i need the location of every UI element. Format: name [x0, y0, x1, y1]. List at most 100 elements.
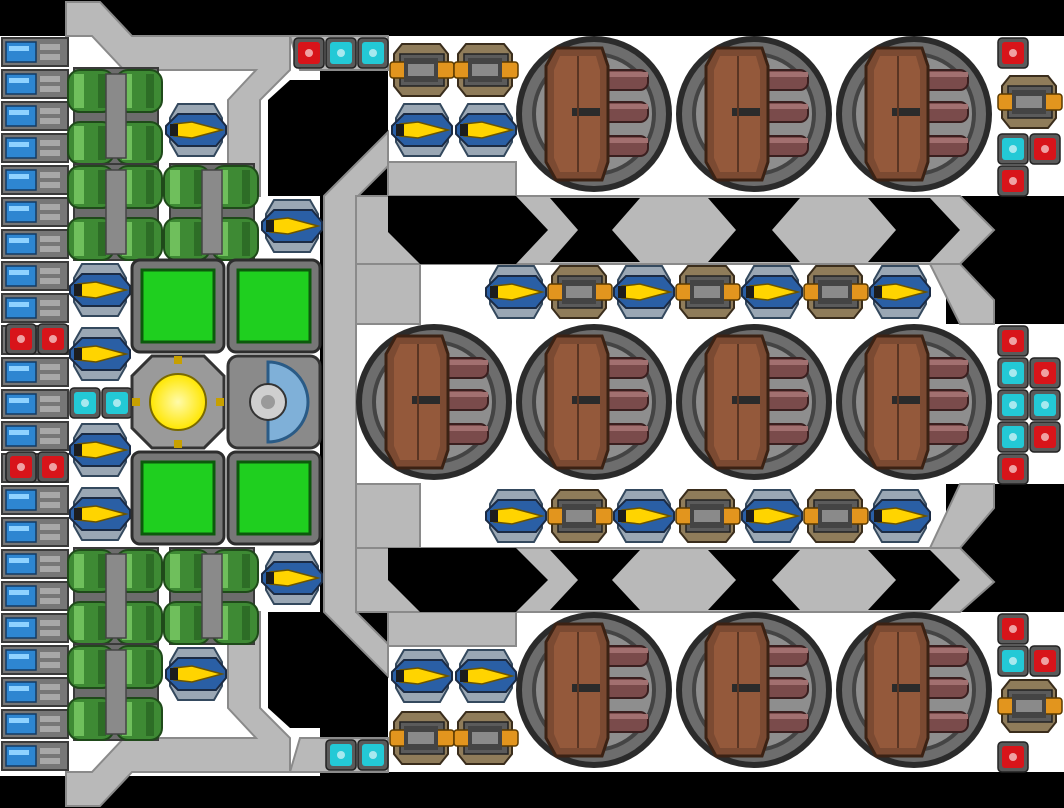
heavy-cannon-turret	[356, 324, 512, 480]
shield-cyan-block-icon	[997, 357, 1029, 389]
armor-red-block-icon	[1029, 133, 1061, 165]
armor-red-block-icon	[1029, 645, 1061, 677]
battery-cell-icon	[1, 421, 69, 451]
heavy-cannon-turret	[676, 324, 832, 480]
green-panel-icon	[130, 450, 226, 546]
battery-cell-icon	[1, 229, 69, 259]
armor-red-block-icon	[997, 37, 1029, 69]
autocannon-icon	[803, 489, 869, 543]
shield-cyan-block-icon	[997, 133, 1029, 165]
engine-block-icon	[163, 547, 259, 645]
heavy-cannon-turret	[836, 36, 992, 192]
shield-cyan-block-icon	[1029, 389, 1061, 421]
thruster-icon	[613, 265, 675, 319]
thruster-icon	[165, 103, 227, 157]
battery-cell-icon	[1, 197, 69, 227]
battery-cell-icon	[1, 613, 69, 643]
armor-red-block-icon	[293, 37, 325, 69]
battery-cell-icon	[1, 709, 69, 739]
shield-cyan-block-icon	[325, 37, 357, 69]
thruster-icon	[869, 489, 931, 543]
thruster-icon	[455, 103, 517, 157]
battery-cell-icon	[1, 517, 69, 547]
heavy-cannon-turret	[516, 612, 672, 768]
engine-block-icon	[163, 163, 259, 261]
battery-cell-icon	[1, 293, 69, 323]
autocannon-icon	[389, 711, 455, 765]
shield-cyan-block-icon	[997, 645, 1029, 677]
thruster-icon	[869, 265, 931, 319]
thruster-icon	[261, 199, 323, 253]
battery-cell-icon	[1, 37, 69, 67]
thruster-icon	[391, 103, 453, 157]
shield-cyan-block-icon	[357, 739, 389, 771]
heavy-cannon-turret	[836, 324, 992, 480]
engine-block-icon	[67, 547, 163, 645]
thruster-icon	[391, 649, 453, 703]
armor-red-block-icon	[997, 453, 1029, 485]
engine-block-icon	[67, 643, 163, 741]
armor-red-block-icon	[1029, 421, 1061, 453]
autocannon-icon	[803, 265, 869, 319]
battery-cell-icon	[1, 133, 69, 163]
battery-cell-icon	[1, 389, 69, 419]
armor-red-block-icon	[997, 325, 1029, 357]
battery-cell-icon	[1, 645, 69, 675]
reactor-core-icon	[130, 354, 226, 450]
battery-cell-icon	[1, 261, 69, 291]
autocannon-icon	[547, 265, 613, 319]
battery-cell-icon	[1, 549, 69, 579]
heavy-cannon-turret	[676, 612, 832, 768]
shield-cyan-block-icon	[101, 387, 133, 419]
shield-generator-icon	[226, 354, 322, 450]
armor-red-block-icon	[5, 323, 37, 355]
armor-red-block-icon	[997, 613, 1029, 645]
autocannon-icon	[675, 489, 741, 543]
thruster-icon	[69, 423, 131, 477]
battery-cell-icon	[1, 101, 69, 131]
heavy-cannon-turret	[836, 612, 992, 768]
autocannon-icon	[997, 679, 1063, 733]
thruster-icon	[165, 647, 227, 701]
thruster-icon	[485, 265, 547, 319]
battery-cell-icon	[1, 485, 69, 515]
armor-red-block-icon	[37, 451, 69, 483]
autocannon-icon	[675, 265, 741, 319]
hull-cutouts	[268, 80, 960, 728]
battery-cell-icon	[1, 357, 69, 387]
thruster-icon	[741, 489, 803, 543]
armor-red-block-icon	[997, 741, 1029, 773]
shield-cyan-block-icon	[997, 421, 1029, 453]
thruster-icon	[485, 489, 547, 543]
shield-cyan-block-icon	[69, 387, 101, 419]
thruster-icon	[69, 263, 131, 317]
engine-block-icon	[67, 163, 163, 261]
armor-red-block-icon	[37, 323, 69, 355]
thruster-icon	[613, 489, 675, 543]
battery-cell-icon	[1, 69, 69, 99]
green-panel-icon	[226, 258, 322, 354]
autocannon-icon	[453, 43, 519, 97]
shield-cyan-block-icon	[997, 389, 1029, 421]
thruster-icon	[261, 551, 323, 605]
heavy-cannon-turret	[516, 36, 672, 192]
battery-cell-icon	[1, 677, 69, 707]
battery-cell-icon	[1, 165, 69, 195]
engine-block-icon	[67, 67, 163, 165]
shield-cyan-block-icon	[357, 37, 389, 69]
heavy-cannon-turret	[676, 36, 832, 192]
battery-cell-icon	[1, 581, 69, 611]
armor-red-block-icon	[997, 165, 1029, 197]
thruster-icon	[69, 327, 131, 381]
autocannon-icon	[389, 43, 455, 97]
armor-red-block-icon	[1029, 357, 1061, 389]
heavy-cannon-turret	[516, 324, 672, 480]
autocannon-icon	[547, 489, 613, 543]
thruster-icon	[741, 265, 803, 319]
green-panel-icon	[130, 258, 226, 354]
battery-cell-icon	[1, 741, 69, 771]
thruster-icon	[69, 487, 131, 541]
shield-cyan-block-icon	[325, 739, 357, 771]
green-panel-icon	[226, 450, 322, 546]
